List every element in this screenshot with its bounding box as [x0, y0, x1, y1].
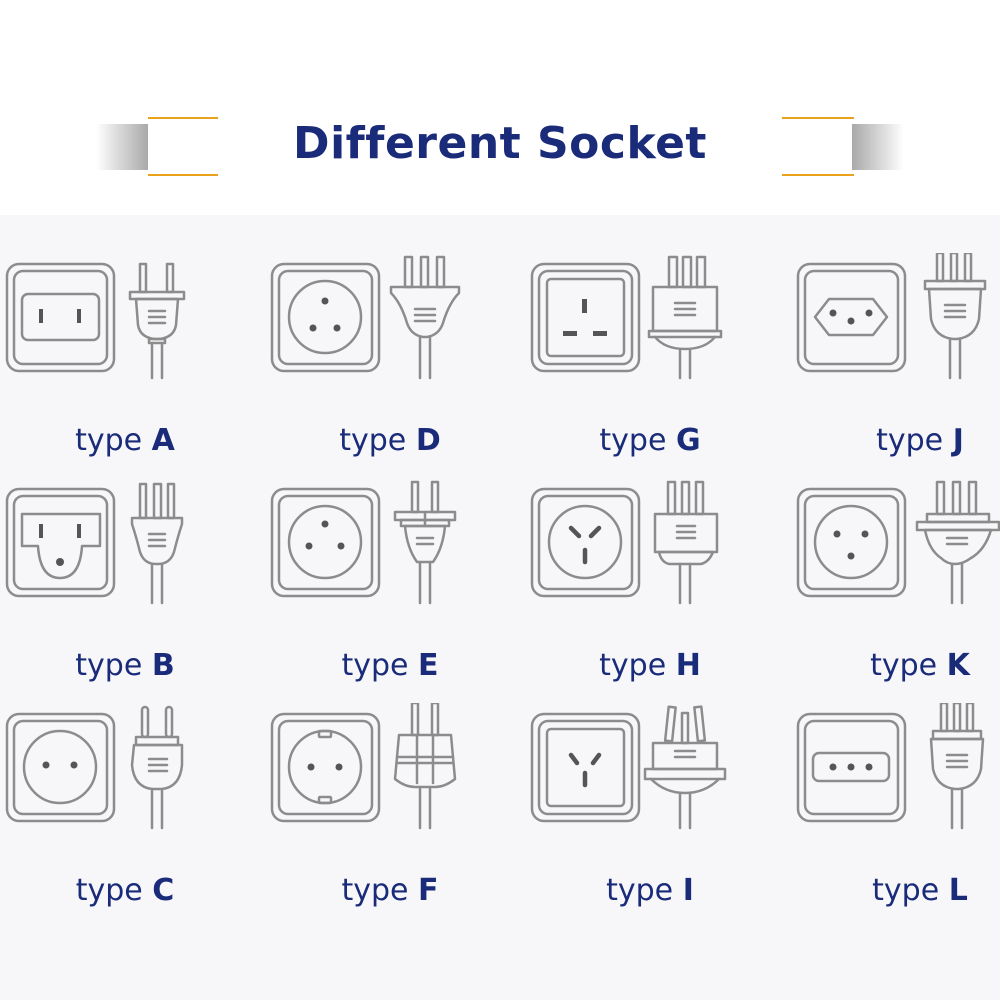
socket-label: type A [75, 423, 175, 458]
page-title: Different Socket [293, 118, 707, 169]
socket-label: type C [75, 873, 175, 908]
socket-label: type H [599, 648, 701, 683]
socket-e-icon [270, 487, 381, 598]
socket-type-h: type H [525, 478, 775, 703]
socket-h-icon [530, 487, 641, 598]
socket-f-icon [270, 712, 381, 823]
plug-g-icon [647, 255, 723, 380]
left-top-accent-line [148, 117, 218, 119]
socket-type-e: type E [265, 478, 515, 703]
socket-label: type I [606, 873, 694, 908]
plug-a-icon [128, 262, 186, 380]
socket-label: type K [870, 648, 970, 683]
socket-type-l: type L [795, 703, 1000, 928]
plug-k-icon [915, 480, 1000, 605]
plug-j-icon [923, 253, 987, 380]
socket-type-c: type C [0, 703, 250, 928]
socket-label: type F [341, 873, 439, 908]
plug-i-icon [643, 705, 727, 830]
socket-type-a: type A [0, 253, 250, 478]
plug-d-icon [389, 255, 461, 380]
plug-l-icon [929, 703, 985, 830]
plug-e-icon [393, 480, 457, 605]
right-bottom-accent-line [782, 174, 854, 176]
socket-type-k: type K [795, 478, 1000, 703]
socket-grid: type A type D [0, 215, 1000, 1000]
socket-d-icon [270, 262, 381, 373]
socket-label: type G [599, 423, 701, 458]
right-top-accent-line [782, 117, 854, 119]
left-gradient-bar [96, 124, 148, 170]
left-bottom-accent-line [148, 174, 218, 176]
socket-l-icon [796, 712, 907, 823]
plug-c-icon [130, 705, 184, 830]
plug-b-icon [130, 482, 184, 605]
socket-c-icon [5, 712, 116, 823]
socket-label: type L [872, 873, 968, 908]
socket-type-f: type F [265, 703, 515, 928]
socket-b-icon [5, 487, 116, 598]
socket-k-icon [796, 487, 907, 598]
socket-a-icon [5, 262, 116, 373]
socket-type-g: type G [525, 253, 775, 478]
socket-j-icon [796, 262, 907, 373]
socket-g-icon [530, 262, 641, 373]
plug-f-icon [393, 703, 457, 830]
plug-h-icon [653, 480, 719, 605]
socket-type-i: type I [525, 703, 775, 928]
socket-type-b: type B [0, 478, 250, 703]
socket-label: type E [341, 648, 439, 683]
socket-label: type B [75, 648, 175, 683]
socket-label: type D [339, 423, 441, 458]
socket-i-icon [530, 712, 641, 823]
right-gradient-bar [852, 124, 904, 170]
header: Different Socket [0, 0, 1000, 215]
socket-label: type J [876, 423, 964, 458]
socket-type-j: type J [795, 253, 1000, 478]
socket-type-d: type D [265, 253, 515, 478]
